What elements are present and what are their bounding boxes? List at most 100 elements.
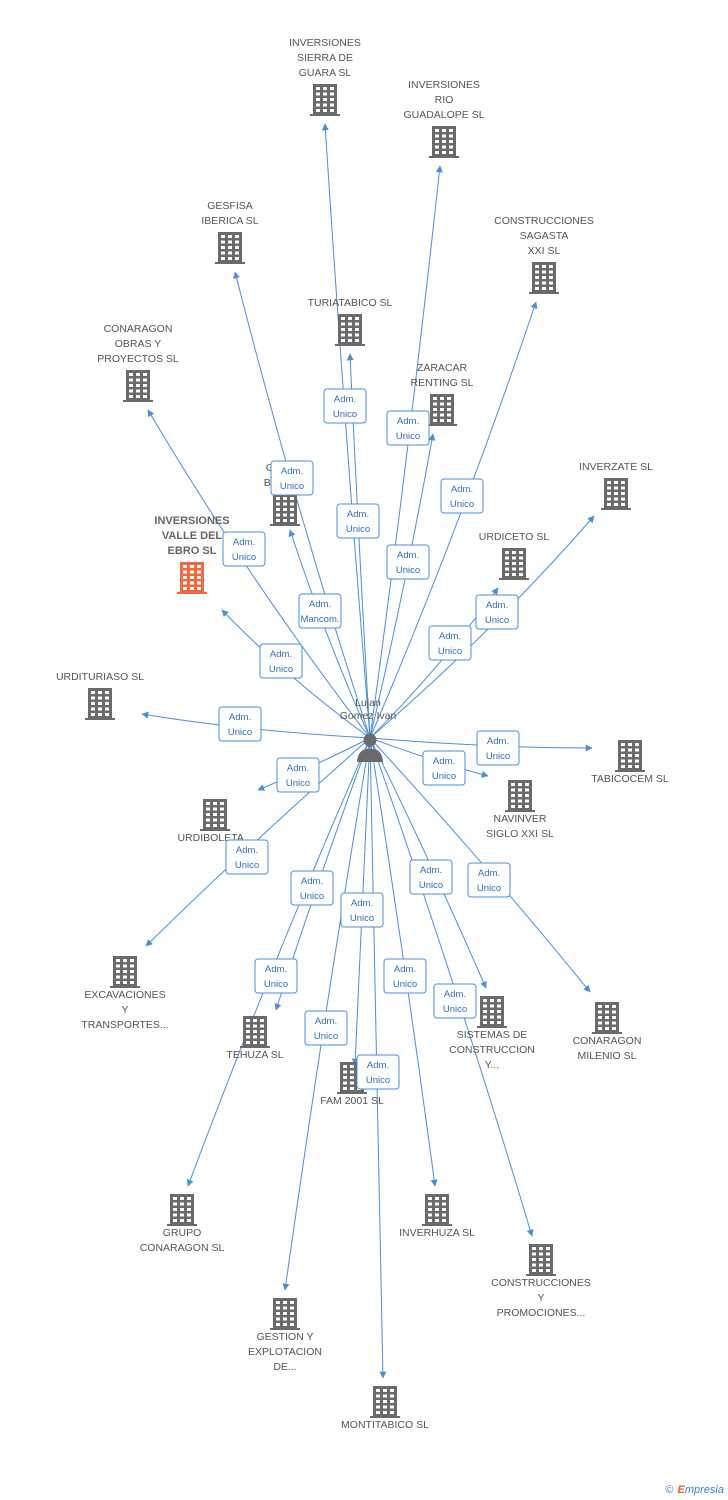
- relation-label-grupo-conaragon-sl: Adm.Unico: [254, 958, 298, 994]
- company-node-navinver-siglo-xxi-sl[interactable]: NAVINVER SIGLO XXI SL: [486, 780, 554, 840]
- relation-label-tehuza-sl: Adm.Unico: [290, 870, 334, 906]
- relation-label-turiatabico-sl: Adm.Unico: [336, 503, 380, 539]
- footer-brand: ©Empresia: [665, 1484, 724, 1496]
- building-icon: [200, 799, 230, 831]
- building-icon: [615, 740, 645, 772]
- person-name-line: Lujan: [355, 697, 381, 709]
- company-label-line: XXI SL: [528, 245, 561, 257]
- company-label-line: OBRAS Y: [115, 338, 162, 350]
- relation-label-tabicocem-sl: Adm.Unico: [476, 730, 520, 766]
- relation-text: Unico: [396, 431, 420, 442]
- company-label-line: SIERRA DE: [297, 52, 353, 64]
- relation-text: Adm.: [233, 537, 255, 548]
- relation-text: Unico: [450, 499, 474, 510]
- company-label-line: CONSTRUCCIONES: [491, 1277, 591, 1289]
- building-icon: [110, 956, 140, 988]
- company-label-line: TURIATABICO SL: [308, 297, 393, 309]
- building-icon: [427, 394, 457, 426]
- relation-edge: [369, 165, 443, 739]
- company-label-line: TRANSPORTES...: [81, 1019, 168, 1031]
- brand-name: mpresia: [684, 1484, 724, 1496]
- building-icon: [499, 548, 529, 580]
- company-node-excavaciones-y-transportes[interactable]: EXCAVACIONESYTRANSPORTES...: [81, 956, 169, 1031]
- relation-label-conaragon-milenio-sl: Adm.Unico: [467, 862, 511, 898]
- company-label-line: MONTITABICO SL: [341, 1419, 429, 1431]
- company-node-urdiboleta[interactable]: URDIBOLETA...: [177, 799, 253, 844]
- relation-label-urdiceto-sl: Adm.Unico: [428, 625, 472, 661]
- company-label-line: URDICETO SL: [479, 531, 550, 543]
- company-node-turiatabico-sl[interactable]: TURIATABICO SL: [308, 297, 393, 346]
- company-node-urdituriaso-sl[interactable]: URDITURIASO SL: [56, 671, 144, 720]
- relation-text: Unico: [286, 778, 310, 789]
- company-label-line: INVERHUZA SL: [399, 1227, 475, 1239]
- company-label-line: INVERSIONES: [154, 515, 229, 527]
- relation-text: Unico: [432, 771, 456, 782]
- company-label-line: TEHUZA SL: [226, 1049, 283, 1061]
- relation-text: Mancom.: [300, 614, 339, 625]
- company-node-sistemas-de-construccion-y[interactable]: SISTEMAS DECONSTRUCCIONY...: [449, 996, 535, 1071]
- company-label-line: URDITURIASO SL: [56, 671, 144, 683]
- company-label-line: CONSTRUCCION: [449, 1044, 535, 1056]
- company-node-construcciones-y-promociones[interactable]: CONSTRUCCIONESYPROMOCIONES...: [491, 1244, 591, 1319]
- company-node-urdiceto-sl[interactable]: URDICETO SL: [479, 531, 550, 580]
- relation-text: Adm.: [486, 600, 508, 611]
- company-label-line: DE...: [273, 1361, 296, 1373]
- relation-text: Adm.: [301, 876, 323, 887]
- company-node-inversiones-sierra-de-guara-sl[interactable]: INVERSIONES SIERRA DE GUARA SL: [289, 37, 361, 116]
- company-label-line: GUARA SL: [299, 67, 352, 79]
- building-icon: [592, 1002, 622, 1034]
- company-label-line: INVERZATE SL: [579, 461, 653, 473]
- company-label-line: GESFISA: [207, 200, 253, 212]
- relation-text: Adm.: [334, 394, 356, 405]
- building-icon: [526, 1244, 556, 1276]
- relation-label-urdiboleta: Adm.Unico: [276, 757, 320, 793]
- relation-text: Unico: [314, 1031, 338, 1042]
- relation-label-urdituriaso-sl: Adm.Unico: [218, 706, 262, 742]
- building-icon: [335, 314, 365, 346]
- company-node-montitabico-sl[interactable]: MONTITABICO SL: [341, 1386, 429, 1431]
- relation-text: Unico: [269, 664, 293, 675]
- company-label-line: SIGLO XXI SL: [486, 828, 554, 840]
- building-icon: [123, 370, 153, 402]
- relation-text: Adm.: [451, 484, 473, 495]
- building-icon: [310, 84, 340, 116]
- building-icon: [177, 562, 207, 594]
- company-node-inverhuza-sl[interactable]: INVERHUZA SL: [399, 1194, 475, 1239]
- company-node-gestion-y-explotacion-de[interactable]: GESTION YEXPLOTACIONDE...: [248, 1298, 322, 1373]
- company-label-line: NAVINVER: [494, 813, 547, 825]
- relation-text: Adm.: [367, 1060, 389, 1071]
- relation-label-sistemas-de-construccion-y: Adm.Unico: [409, 859, 453, 895]
- company-label-line: INVERSIONES: [289, 37, 361, 49]
- company-label-line: SAGASTA: [520, 230, 569, 242]
- relation-text: Unico: [438, 646, 462, 657]
- relation-text: Adm.: [270, 649, 292, 660]
- relation-label-inversiones-rio-guadalope-sl: Adm.Unico: [386, 410, 430, 446]
- building-icon: [270, 1298, 300, 1330]
- person-name-line: Gomez Ivan: [340, 710, 397, 722]
- relation-text: Adm.: [315, 1016, 337, 1027]
- relation-label-conaragon-obras-y-proyectos-sl: Adm. Unico: [222, 531, 266, 567]
- relation-text: Unico: [232, 552, 256, 563]
- relation-text: Unico: [366, 1075, 390, 1086]
- company-label-line: PROMOCIONES...: [497, 1307, 586, 1319]
- building-icon: [477, 996, 507, 1028]
- company-node-tehuza-sl[interactable]: TEHUZA SL: [226, 1016, 284, 1061]
- relation-text: Unico: [280, 481, 304, 492]
- relation-text: Adm.: [444, 989, 466, 1000]
- company-node-inverzate-sl[interactable]: INVERZATE SL: [579, 461, 653, 510]
- building-icon: [167, 1194, 197, 1226]
- company-node-tabicocem-sl[interactable]: TABICOCEM SL: [591, 740, 669, 785]
- building-icon: [215, 232, 245, 264]
- relation-text: Unico: [443, 1004, 467, 1015]
- relation-label-inverhuza-sl: Adm.Unico: [383, 958, 427, 994]
